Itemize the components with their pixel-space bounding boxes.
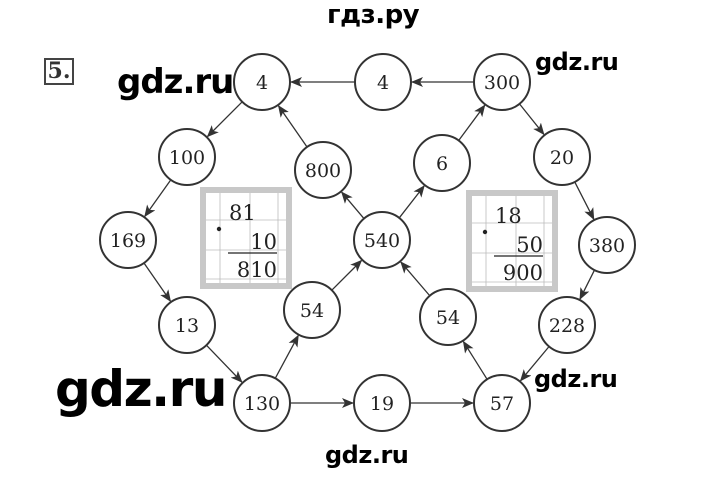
node-label: 4 (377, 72, 389, 94)
edge-arrow-n54a-to-n540 (331, 259, 363, 291)
node-circle (99, 211, 157, 269)
node-label: 169 (110, 230, 146, 252)
node-n100: 100 (158, 128, 216, 186)
node-n57: 57 (473, 374, 531, 432)
node-n228: 228 (538, 296, 596, 354)
nodes: 4 4 300 100 800 6 20 169 540 380 13 54 54 228 130 19 57 (99, 53, 636, 432)
watermark-top: гдз.ру (327, 0, 420, 30)
node-circle (158, 128, 216, 186)
watermark-big: gdz.ru (55, 360, 227, 418)
node-label: 380 (589, 235, 625, 257)
task-number: 5. (44, 58, 74, 85)
node-n800: 800 (294, 141, 352, 199)
edge-arrow-n169-to-n13 (143, 262, 172, 302)
node-circle (233, 53, 291, 111)
node-n13: 13 (158, 296, 216, 354)
node-label: 54 (300, 300, 324, 322)
node-label: 300 (484, 72, 520, 94)
node-label: 57 (490, 393, 514, 415)
calc-multiplier: 50 (516, 233, 543, 257)
calc-multiplier: 10 (250, 230, 277, 254)
node-label: 130 (244, 393, 280, 415)
edges (143, 77, 596, 408)
calc-top-number: 18 (495, 204, 522, 228)
node-circle (473, 53, 531, 111)
node-n4a: 4 (233, 53, 291, 111)
edge-arrow-n300-to-n20 (518, 103, 545, 136)
node-circle (233, 374, 291, 432)
calc-left: 81 10 810 (200, 187, 292, 289)
multiply-dot-icon (216, 226, 222, 232)
node-circle (158, 296, 216, 354)
node-circle (473, 374, 531, 432)
node-circle (538, 296, 596, 354)
edge-arrow-n54b-to-n540 (400, 261, 431, 297)
node-n20: 20 (533, 128, 591, 186)
multiply-dot-icon (482, 229, 488, 235)
node-n4b: 4 (354, 53, 412, 111)
node-circle (353, 211, 411, 269)
node-n380: 380 (578, 216, 636, 274)
node-circle (353, 374, 411, 432)
node-label: 228 (549, 315, 585, 337)
edge-arrow-n100-to-n169 (144, 179, 172, 218)
edge-arrow-n4a-to-n100 (206, 101, 243, 138)
node-n130: 130 (233, 374, 291, 432)
edge-arrow-n800-to-n4a (277, 105, 308, 148)
node-n54b: 54 (419, 288, 477, 346)
edge-arrow-n540-to-n800 (341, 191, 365, 220)
node-n540: 540 (353, 211, 411, 269)
watermark-bottom: gdz.ru (325, 441, 409, 469)
calc-top-number: 81 (229, 201, 256, 225)
node-n300: 300 (473, 53, 531, 111)
node-circle (294, 141, 352, 199)
node-circle (578, 216, 636, 274)
watermark-right-lower: gdz.ru (534, 365, 618, 393)
node-label: 20 (550, 147, 574, 169)
edge-arrow-n130-to-n54a (274, 334, 299, 379)
node-n54a: 54 (283, 281, 341, 339)
calc-right: 18 50 900 (466, 190, 558, 292)
node-label: 54 (436, 307, 460, 329)
node-label: 100 (169, 147, 205, 169)
node-circle (413, 134, 471, 192)
edge-arrow-n57-to-n54b (462, 340, 488, 380)
node-circle (533, 128, 591, 186)
calculations: 81 10 810 18 50 900 (200, 187, 558, 292)
node-n169: 169 (99, 211, 157, 269)
edge-arrow-n20-to-n380 (574, 181, 595, 221)
node-n19: 19 (353, 374, 411, 432)
edge-arrow-n6-to-n300 (458, 104, 486, 141)
calc-frame (466, 190, 558, 292)
watermark-right: gdz.ru (535, 48, 619, 76)
edge-arrow-n540-to-n6 (398, 185, 425, 219)
edge-arrow-n13-to-n130 (205, 344, 243, 383)
node-circle (419, 288, 477, 346)
node-circle (354, 53, 412, 111)
node-label: 13 (175, 315, 199, 337)
calc-result: 810 (237, 258, 277, 282)
edge-arrow-n380-to-n228 (579, 269, 596, 300)
watermark-left: gdz.ru (117, 62, 234, 102)
node-label: 800 (305, 160, 341, 182)
calc-frame (200, 187, 292, 289)
node-label: 6 (436, 153, 448, 175)
node-label: 540 (364, 230, 400, 252)
edge-arrow-n228-to-n57 (519, 346, 550, 382)
node-n6: 6 (413, 134, 471, 192)
calc-result: 900 (503, 261, 543, 285)
node-circle (283, 281, 341, 339)
node-label: 19 (370, 393, 394, 415)
node-label: 4 (256, 72, 268, 94)
